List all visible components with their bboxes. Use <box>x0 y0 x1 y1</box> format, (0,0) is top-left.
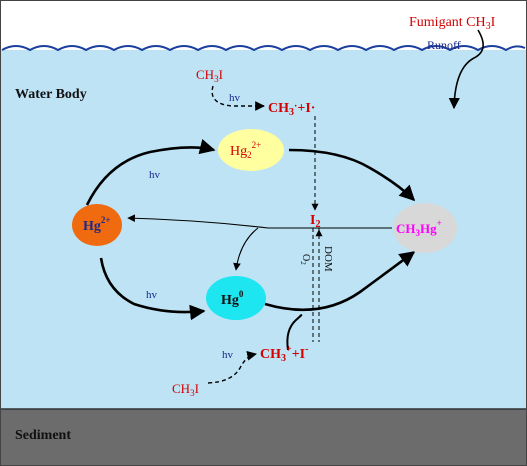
arrow-hg2-to-hg0 <box>99 257 206 321</box>
ch3hg-plus-node: CH3Hg+ <box>393 203 457 253</box>
hv-lower-left-label: hv <box>146 289 158 301</box>
hg2-plus-ellipse <box>72 204 122 246</box>
hg2-plus-label: Hg2+ <box>83 215 111 234</box>
fumigant-label: Fumigant CH3I <box>409 15 496 32</box>
arrow-branch-to-hg0 <box>233 227 259 271</box>
hg0-label: Hg0 <box>221 289 244 308</box>
water-surface-wave <box>1 45 526 52</box>
methyl-cation-iodide-label: CH3++I- <box>260 344 308 364</box>
arrow-ch3hg-to-hg2 <box>127 214 392 229</box>
photolysis-arrow-top <box>211 85 265 111</box>
methyl-radical-iodine-label: CH3·+I· <box>268 101 315 118</box>
curve-ch3-ion-merge <box>286 314 303 351</box>
ch3i-top-label: CH3I <box>196 67 223 84</box>
arrow-hg22-to-ch3hg <box>288 148 416 202</box>
ch3i-bottom-label: CH3I <box>172 381 199 398</box>
arrow-hg0-to-ch3hg <box>264 250 416 312</box>
hg2-2plus-ellipse <box>218 129 284 171</box>
runoff-label: Runoff <box>427 38 461 52</box>
hg2-2plus-node: Hg22+ <box>218 129 284 171</box>
sediment-area <box>0 409 527 466</box>
hg0-ellipse <box>206 276 266 320</box>
o2-label: O2 <box>299 254 311 265</box>
hg2-2plus-label: Hg22+ <box>230 140 261 160</box>
water-body-label: Water Body <box>15 87 87 102</box>
runoff-arrow <box>448 29 484 110</box>
ch3hg-plus-label: CH3Hg+ <box>396 218 442 238</box>
hg2-plus-node: Hg2+ <box>72 204 122 246</box>
photolysis-arrow-bottom <box>207 350 257 384</box>
ch3hg-plus-ellipse <box>393 203 457 253</box>
dom-label: DOM <box>322 246 334 272</box>
hv-top-label: hv <box>229 92 241 104</box>
hv-bottom-label: hv <box>222 349 234 361</box>
hv-upper-left-label: hv <box>149 169 161 181</box>
sediment-label: Sediment <box>15 428 71 443</box>
arrow-hg2-to-hg22 <box>85 139 216 206</box>
hg0-node: Hg0 <box>206 276 266 320</box>
iodine-i2-label: I2 <box>310 213 320 230</box>
